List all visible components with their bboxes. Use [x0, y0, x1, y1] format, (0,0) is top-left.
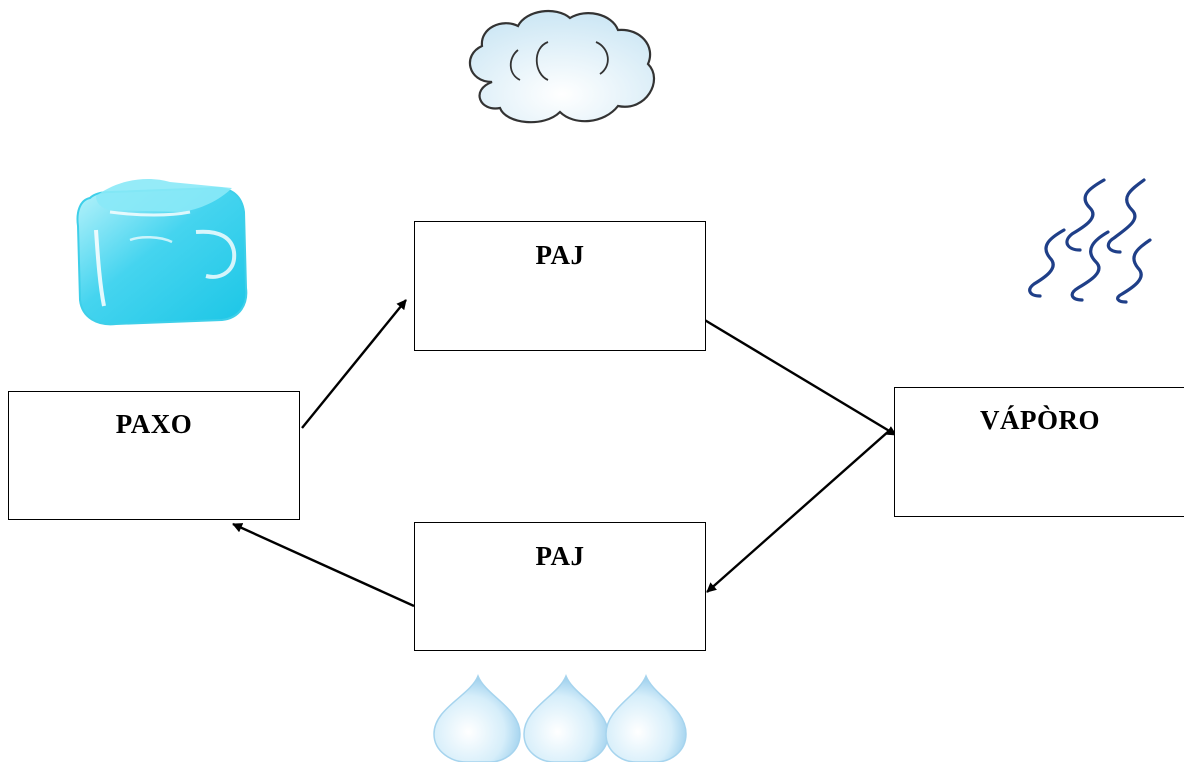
state-box-top: PAJ: [414, 221, 706, 351]
state-label-bottom: PAJ: [535, 541, 585, 571]
vapor-waves-icon: [1028, 178, 1152, 304]
water-drops-icon: [433, 673, 687, 762]
state-label-top: PAJ: [535, 240, 585, 270]
cloud-icon: [468, 10, 655, 124]
state-label-left: PAXO: [115, 409, 193, 439]
ice-cube-icon: [76, 178, 248, 326]
arrow-vaporo-to-bottom-paj: [706, 429, 891, 593]
state-label-right: VÁPÒRO: [980, 405, 1100, 435]
arrow-paxo-to-top-paj: [301, 299, 407, 429]
state-box-right: VÁPÒRO: [894, 387, 1184, 517]
state-box-left: PAXO: [8, 391, 300, 520]
state-box-bottom: PAJ: [414, 522, 706, 651]
arrow-top-paj-to-vaporo: [697, 314, 897, 437]
arrow-bottom-paj-to-paxo: [232, 522, 415, 608]
